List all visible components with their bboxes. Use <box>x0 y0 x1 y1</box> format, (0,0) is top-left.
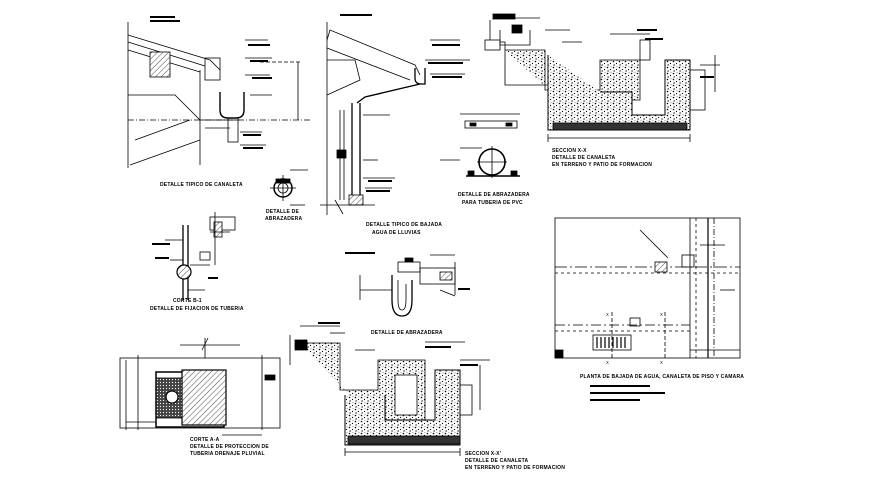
detail-section-xx-bottom <box>289 325 490 456</box>
section-mark: X <box>606 312 609 317</box>
subtitle-section-xx-bottom: DETALLE DE CANALETA <box>465 458 529 464</box>
section-xx-bottom-callouts <box>318 322 478 366</box>
title-abrazadera-small: DETALLE DE <box>266 209 299 215</box>
subtitle-abrazadera-small: ABRAZADERA <box>265 216 302 222</box>
detail-planta <box>554 217 741 360</box>
title-fijacion: CORTE B-1 <box>173 298 202 304</box>
section-mark: X <box>660 360 663 365</box>
subtitle-bajada: AGUA DE LLUVIAS <box>372 230 421 236</box>
detail-canaleta-typical-callouts <box>150 20 272 149</box>
title-section-xx-bottom: SECCION X-X' <box>465 451 501 457</box>
title-proteccion: CORTE A-A <box>190 437 220 443</box>
detail-abrazadera-pvc <box>440 113 520 178</box>
section-mark: X <box>660 312 663 317</box>
subtitle-fijacion: DETALLE DE FIJACION DE TUBERIA <box>150 306 244 312</box>
section-xx-top-callouts <box>637 29 714 78</box>
detail-proteccion-tuberia <box>119 337 281 436</box>
abrazadera-mid-callouts <box>345 252 470 290</box>
note-section-xx-bottom: EN TERRENO Y PATIO DE FORMACION <box>465 465 565 471</box>
subtitle-abrazadera-pvc: PARA TUBERIA DE PVC <box>462 200 523 206</box>
detail-fijacion-tuberia <box>165 212 236 300</box>
detail-abrazadera-small <box>270 169 308 206</box>
title-abrazadera-mid: DETALLE DE ABRAZADERA <box>371 330 443 336</box>
title-section-xx-top: SECCION X-X <box>552 148 587 154</box>
title-abrazadera-pvc: DETALLE DE ABRAZADERA <box>458 192 530 198</box>
section-mark: X <box>606 360 609 365</box>
title-planta: PLANTA DE BAJADA DE AGUA, CANALETA DE PI… <box>580 374 744 380</box>
planta-section-marks: X X X X <box>606 312 663 365</box>
detail-bajada-callouts <box>366 44 463 192</box>
detail-abrazadera-mid <box>359 254 456 317</box>
detail-canaleta-typical <box>127 16 310 168</box>
title-canaleta-typical: DETALLE TIPICO DE CANALETA <box>160 182 243 188</box>
detail-bajada-agua <box>320 14 470 215</box>
note-proteccion: TUBERIA DRENAJE PLUVIAL <box>190 451 265 457</box>
note-section-xx-top: EN TERRENO Y PATIO DE FORMACION <box>552 162 652 168</box>
detail-section-xx-top <box>484 13 720 142</box>
planta-notes <box>590 385 665 401</box>
title-bajada: DETALLE TIPICO DE BAJADA <box>366 222 442 228</box>
subtitle-section-xx-top: DETALLE DE CANALETA <box>552 155 616 161</box>
subtitle-proteccion: DETALLE DE PROTECCION DE <box>190 444 269 450</box>
fijacion-callouts <box>152 243 218 279</box>
